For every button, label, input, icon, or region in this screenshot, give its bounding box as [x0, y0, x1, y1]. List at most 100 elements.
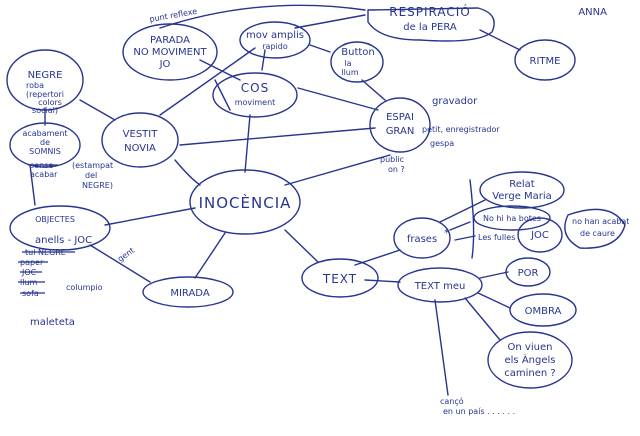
- edge-vestit-movamplis: [159, 47, 256, 116]
- edge-movamplis-respiracio: [294, 14, 366, 29]
- edge-movamplis-button: [309, 44, 331, 53]
- node-espai-ellipse: [369, 97, 431, 153]
- edge-negre-vestit: [79, 99, 116, 121]
- annotation-columpio: columpio: [66, 283, 103, 292]
- annotation-de-caure: de caure: [580, 229, 615, 238]
- objectes-title: OBJECTES: [35, 215, 75, 224]
- negre-line-3: (repertori: [26, 90, 64, 99]
- annotation-acabar: acabar: [30, 170, 58, 179]
- annotation-public: public: [380, 155, 404, 164]
- edge-respiracio-ritme: [479, 29, 521, 51]
- edge-textmeu-por: [479, 271, 509, 279]
- espai-title: ESPAI: [386, 112, 414, 123]
- annotation-del: del: [85, 171, 97, 180]
- node-textmeu-ellipse: [397, 267, 483, 303]
- node-parada-ellipse: [122, 23, 218, 81]
- textmeu-title: TEXT meu: [414, 281, 466, 292]
- annotation-les-fulles: Les fulles: [478, 233, 515, 242]
- edge-textmeu-ombra: [477, 292, 511, 309]
- respiracio-title: RESPIRACIÓ: [389, 4, 471, 19]
- button-title: Button: [341, 47, 375, 58]
- text-title: TEXT: [322, 272, 357, 286]
- annotation-anells: anells - JOC: [35, 235, 92, 246]
- edge-movamplis-cos: [261, 49, 266, 71]
- negre-line-2: roba: [26, 81, 44, 90]
- node-frases-bracket: [469, 179, 475, 259]
- node-ombra-ellipse: [509, 293, 577, 327]
- edge-frases-nohihabotes: [449, 221, 471, 231]
- edge-vestit-espai: [179, 127, 376, 146]
- edge-objectes-inocencia: [104, 207, 196, 226]
- annotation-estampat: (estampat: [72, 161, 113, 170]
- node-por-ellipse: [505, 257, 551, 287]
- annotation-gent: gent: [116, 246, 136, 264]
- button-line-3: llum: [341, 68, 359, 77]
- negre-title: NEGRE: [28, 70, 63, 81]
- edge-espai-inocencia: [284, 154, 391, 186]
- button-line-2: la: [344, 59, 351, 68]
- cos-title: COS: [241, 81, 269, 95]
- edge-objectes-mirada: [89, 244, 151, 283]
- node-frases-ellipse: [393, 217, 451, 259]
- espai-line-2: GRAN: [386, 126, 415, 137]
- negre-line-5: social): [32, 106, 58, 115]
- node-objectes-ellipse: [9, 205, 111, 251]
- annotation-asterisk: *: [444, 228, 449, 239]
- node-inocencia-ellipse: [189, 169, 301, 235]
- edge-text-textmeu: [364, 279, 401, 283]
- node-shapes: [6, 7, 626, 389]
- relat-line-2: Verge Maria: [492, 191, 552, 202]
- node-movamplis-ellipse: [239, 21, 311, 59]
- edge-textmeu-canco: [434, 299, 449, 396]
- negre-line-4: colors: [38, 98, 62, 107]
- ritme-title: RITME: [530, 56, 561, 67]
- movamplis-title: mov amplis: [246, 30, 304, 41]
- node-respiracio-ellipse: [367, 7, 495, 42]
- node-angels-ellipse: [487, 331, 573, 389]
- nohihabotes-title: No hi ha botes: [483, 214, 541, 223]
- author-label: ANNA: [578, 7, 607, 18]
- annotation-en-un-pais: en un país . . . . . .: [443, 407, 515, 416]
- por-title: POR: [518, 268, 539, 279]
- node-joc-ellipse: [517, 217, 563, 253]
- node-negre-ellipse: [6, 49, 84, 111]
- node-vestit-ellipse: [101, 112, 179, 168]
- frases-title: frases: [407, 234, 437, 245]
- annotation-gravador: gravador: [432, 96, 478, 107]
- mirada-title: MIRADA: [170, 288, 209, 299]
- movamplis-line-2: rapido: [262, 42, 288, 51]
- respiracio-line-2: de la PERA: [403, 22, 457, 33]
- node-text-ellipse: [301, 258, 379, 298]
- edge-vestit-inocencia: [174, 159, 201, 186]
- acabament-line-3: SOMNIS: [29, 147, 61, 156]
- node-labels: ANNA NEGRE roba (repertori colors social…: [22, 4, 607, 379]
- edge-cos-espai: [297, 87, 379, 111]
- edge-frases-lesfulles: [454, 235, 476, 241]
- vestit-line-2: NOVIA: [124, 143, 156, 154]
- annotation-canco: cançó: [440, 396, 464, 406]
- parada-line-2: NO MOVIMENT: [133, 47, 207, 58]
- annotation-punt-reflexe: punt reflexe: [149, 7, 198, 24]
- angels-line-2: els Àngels: [505, 353, 556, 366]
- node-ritme-ellipse: [514, 39, 576, 81]
- node-acabament-ellipse: [9, 122, 81, 168]
- node-nohanacabat-ellipse: [564, 208, 626, 249]
- annotation-no-han-acabat: no han acabat: [572, 217, 629, 226]
- node-cos-ellipse: [212, 72, 298, 118]
- angels-title: On viuen: [508, 342, 553, 353]
- vestit-title: VESTIT: [123, 129, 159, 140]
- inocencia-title: INOCÈNCIA: [199, 193, 292, 212]
- relat-title: Relat: [509, 179, 535, 190]
- edge-acabament-objectes: [29, 164, 36, 206]
- edge-inocencia-mirada: [194, 232, 226, 279]
- acabament-line-2: de: [40, 138, 50, 147]
- annotation-on: on ?: [388, 165, 405, 174]
- node-relat-ellipse: [479, 171, 565, 209]
- annotation-enregistrador: petit, enregistrador: [422, 125, 500, 134]
- joc-title: JOC: [530, 230, 549, 241]
- annotation-maleta: maleteta: [30, 317, 75, 328]
- edge-parada-respiracio: [159, 4, 366, 29]
- ombra-title: OMBRA: [525, 306, 562, 317]
- parada-title: PARADA: [150, 35, 190, 46]
